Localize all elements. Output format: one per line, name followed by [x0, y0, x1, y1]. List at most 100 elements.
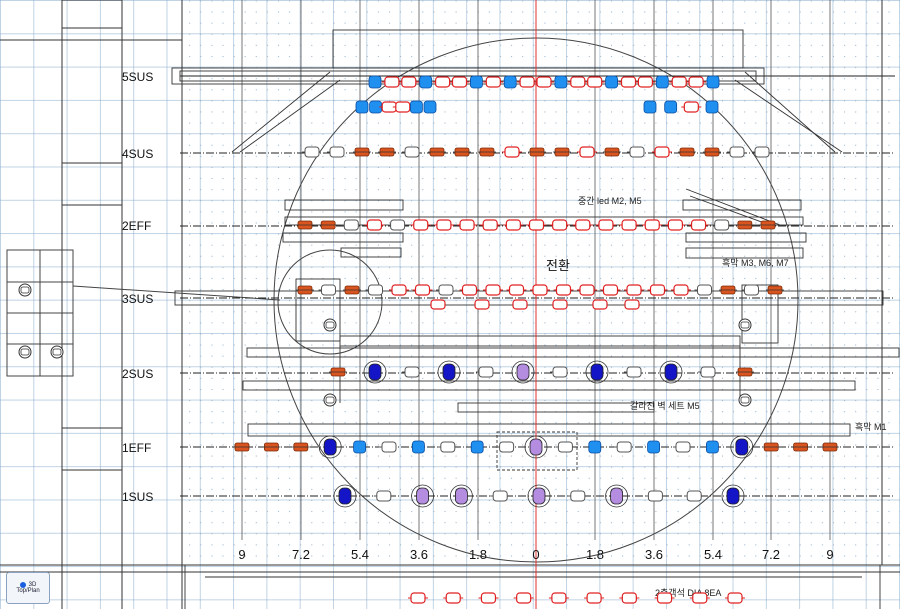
fixture-red[interactable]	[595, 219, 616, 231]
fixture-red[interactable]	[459, 284, 480, 296]
fixture-red[interactable]	[506, 284, 527, 296]
fixture-red[interactable]	[457, 219, 478, 231]
fixture-red[interactable]	[483, 284, 503, 296]
fixture-red[interactable]	[671, 284, 691, 296]
fixture-red[interactable]	[681, 101, 702, 113]
fixture-navy[interactable]	[721, 484, 745, 508]
fixture-orange[interactable]	[719, 285, 737, 295]
fixture-navy[interactable]	[363, 360, 387, 384]
fixture-red[interactable]	[517, 76, 538, 88]
fixture-purple[interactable]	[524, 435, 548, 459]
fixture-red[interactable]	[389, 284, 409, 296]
fixture-navy[interactable]	[333, 484, 357, 508]
fixture-red[interactable]	[642, 219, 663, 231]
fixture-grey[interactable]	[727, 146, 745, 158]
fixture-red[interactable]	[584, 592, 605, 604]
fixture-blue[interactable]	[664, 100, 678, 114]
fixture-red[interactable]	[526, 219, 547, 231]
fixture-orange[interactable]	[603, 147, 621, 157]
fixture-red[interactable]	[686, 76, 707, 88]
fixture-grey[interactable]	[476, 366, 494, 378]
fixture-orange[interactable]	[821, 442, 839, 452]
fixture-blue[interactable]	[469, 75, 483, 89]
fixture-red[interactable]	[689, 592, 710, 604]
fixture-red[interactable]	[534, 76, 554, 88]
fixture-grey[interactable]	[18, 283, 32, 297]
fixture-red[interactable]	[552, 299, 568, 310]
fixture-grey[interactable]	[318, 284, 336, 296]
fixture-grey[interactable]	[302, 146, 320, 158]
fixture-grey[interactable]	[490, 490, 508, 502]
fixture-grey[interactable]	[627, 146, 645, 158]
fixture-red[interactable]	[577, 284, 597, 296]
fixture-purple[interactable]	[449, 484, 473, 508]
fixture-orange[interactable]	[428, 147, 446, 157]
fixture-red[interactable]	[652, 146, 672, 158]
fixture-red[interactable]	[364, 219, 385, 231]
fixture-blue[interactable]	[554, 75, 568, 89]
fixture-red[interactable]	[592, 299, 608, 310]
fixture-orange[interactable]	[291, 442, 310, 452]
fixture-red[interactable]	[430, 299, 446, 310]
fixture-navy[interactable]	[659, 360, 683, 384]
fixture-blue[interactable]	[706, 75, 720, 89]
fixture-red[interactable]	[647, 284, 668, 296]
fixture-grey[interactable]	[711, 219, 730, 231]
fixture-red[interactable]	[412, 284, 433, 296]
fixture-orange[interactable]	[319, 220, 338, 230]
fixture-red[interactable]	[503, 219, 524, 231]
fixture-orange[interactable]	[678, 147, 696, 157]
fixture-blue[interactable]	[706, 440, 719, 454]
fixture-grey[interactable]	[752, 146, 770, 158]
fixture-red[interactable]	[513, 592, 534, 604]
fixture-orange[interactable]	[759, 220, 777, 230]
fixture-blue[interactable]	[588, 440, 602, 454]
fixture-grey[interactable]	[437, 441, 456, 453]
fixture-blue[interactable]	[409, 100, 423, 114]
fixture-purple[interactable]	[527, 484, 551, 508]
fixture-red[interactable]	[624, 299, 640, 310]
fixture-blue[interactable]	[705, 100, 719, 114]
fixture-grey[interactable]	[698, 366, 716, 378]
fixture-red[interactable]	[480, 219, 501, 231]
fixture-purple[interactable]	[511, 360, 535, 384]
fixture-grey[interactable]	[327, 146, 345, 158]
fixture-blue[interactable]	[643, 100, 657, 114]
fixture-orange[interactable]	[736, 367, 754, 377]
fixture-red[interactable]	[474, 299, 490, 310]
fixture-grey[interactable]	[402, 146, 420, 158]
fixture-blue[interactable]	[411, 440, 425, 454]
fixture-red[interactable]	[530, 284, 550, 296]
fixture-navy[interactable]	[585, 360, 609, 384]
fixture-red[interactable]	[549, 219, 570, 231]
fixture-red[interactable]	[600, 284, 621, 296]
fixture-red[interactable]	[410, 219, 431, 231]
view-mode-toggle[interactable]: 3D Top/Plan	[6, 572, 50, 604]
fixture-orange[interactable]	[378, 147, 396, 157]
fixture-blue[interactable]	[605, 75, 618, 89]
fixture-orange[interactable]	[296, 220, 314, 230]
fixture-red[interactable]	[725, 592, 745, 604]
fixture-red[interactable]	[398, 76, 419, 88]
fixture-orange[interactable]	[703, 147, 721, 157]
fixture-orange[interactable]	[528, 147, 546, 157]
fixture-red[interactable]	[688, 219, 709, 231]
fixture-red[interactable]	[512, 299, 528, 310]
fixture-red[interactable]	[669, 76, 690, 88]
fixture-red[interactable]	[584, 76, 605, 88]
fixture-red[interactable]	[483, 76, 504, 88]
fixture-grey[interactable]	[673, 441, 691, 453]
fixture-blue[interactable]	[368, 75, 382, 89]
fixture-orange[interactable]	[762, 442, 781, 452]
fixture-grey[interactable]	[365, 284, 383, 296]
fixture-grey[interactable]	[373, 490, 392, 502]
fixture-orange[interactable]	[296, 285, 314, 295]
fixture-red[interactable]	[553, 284, 574, 296]
fixture-orange[interactable]	[329, 367, 347, 377]
fixture-orange[interactable]	[791, 442, 810, 452]
fixture-blue[interactable]	[503, 75, 517, 89]
fixture-grey[interactable]	[323, 318, 337, 332]
fixture-grey[interactable]	[50, 345, 64, 359]
fixture-red[interactable]	[449, 76, 470, 88]
